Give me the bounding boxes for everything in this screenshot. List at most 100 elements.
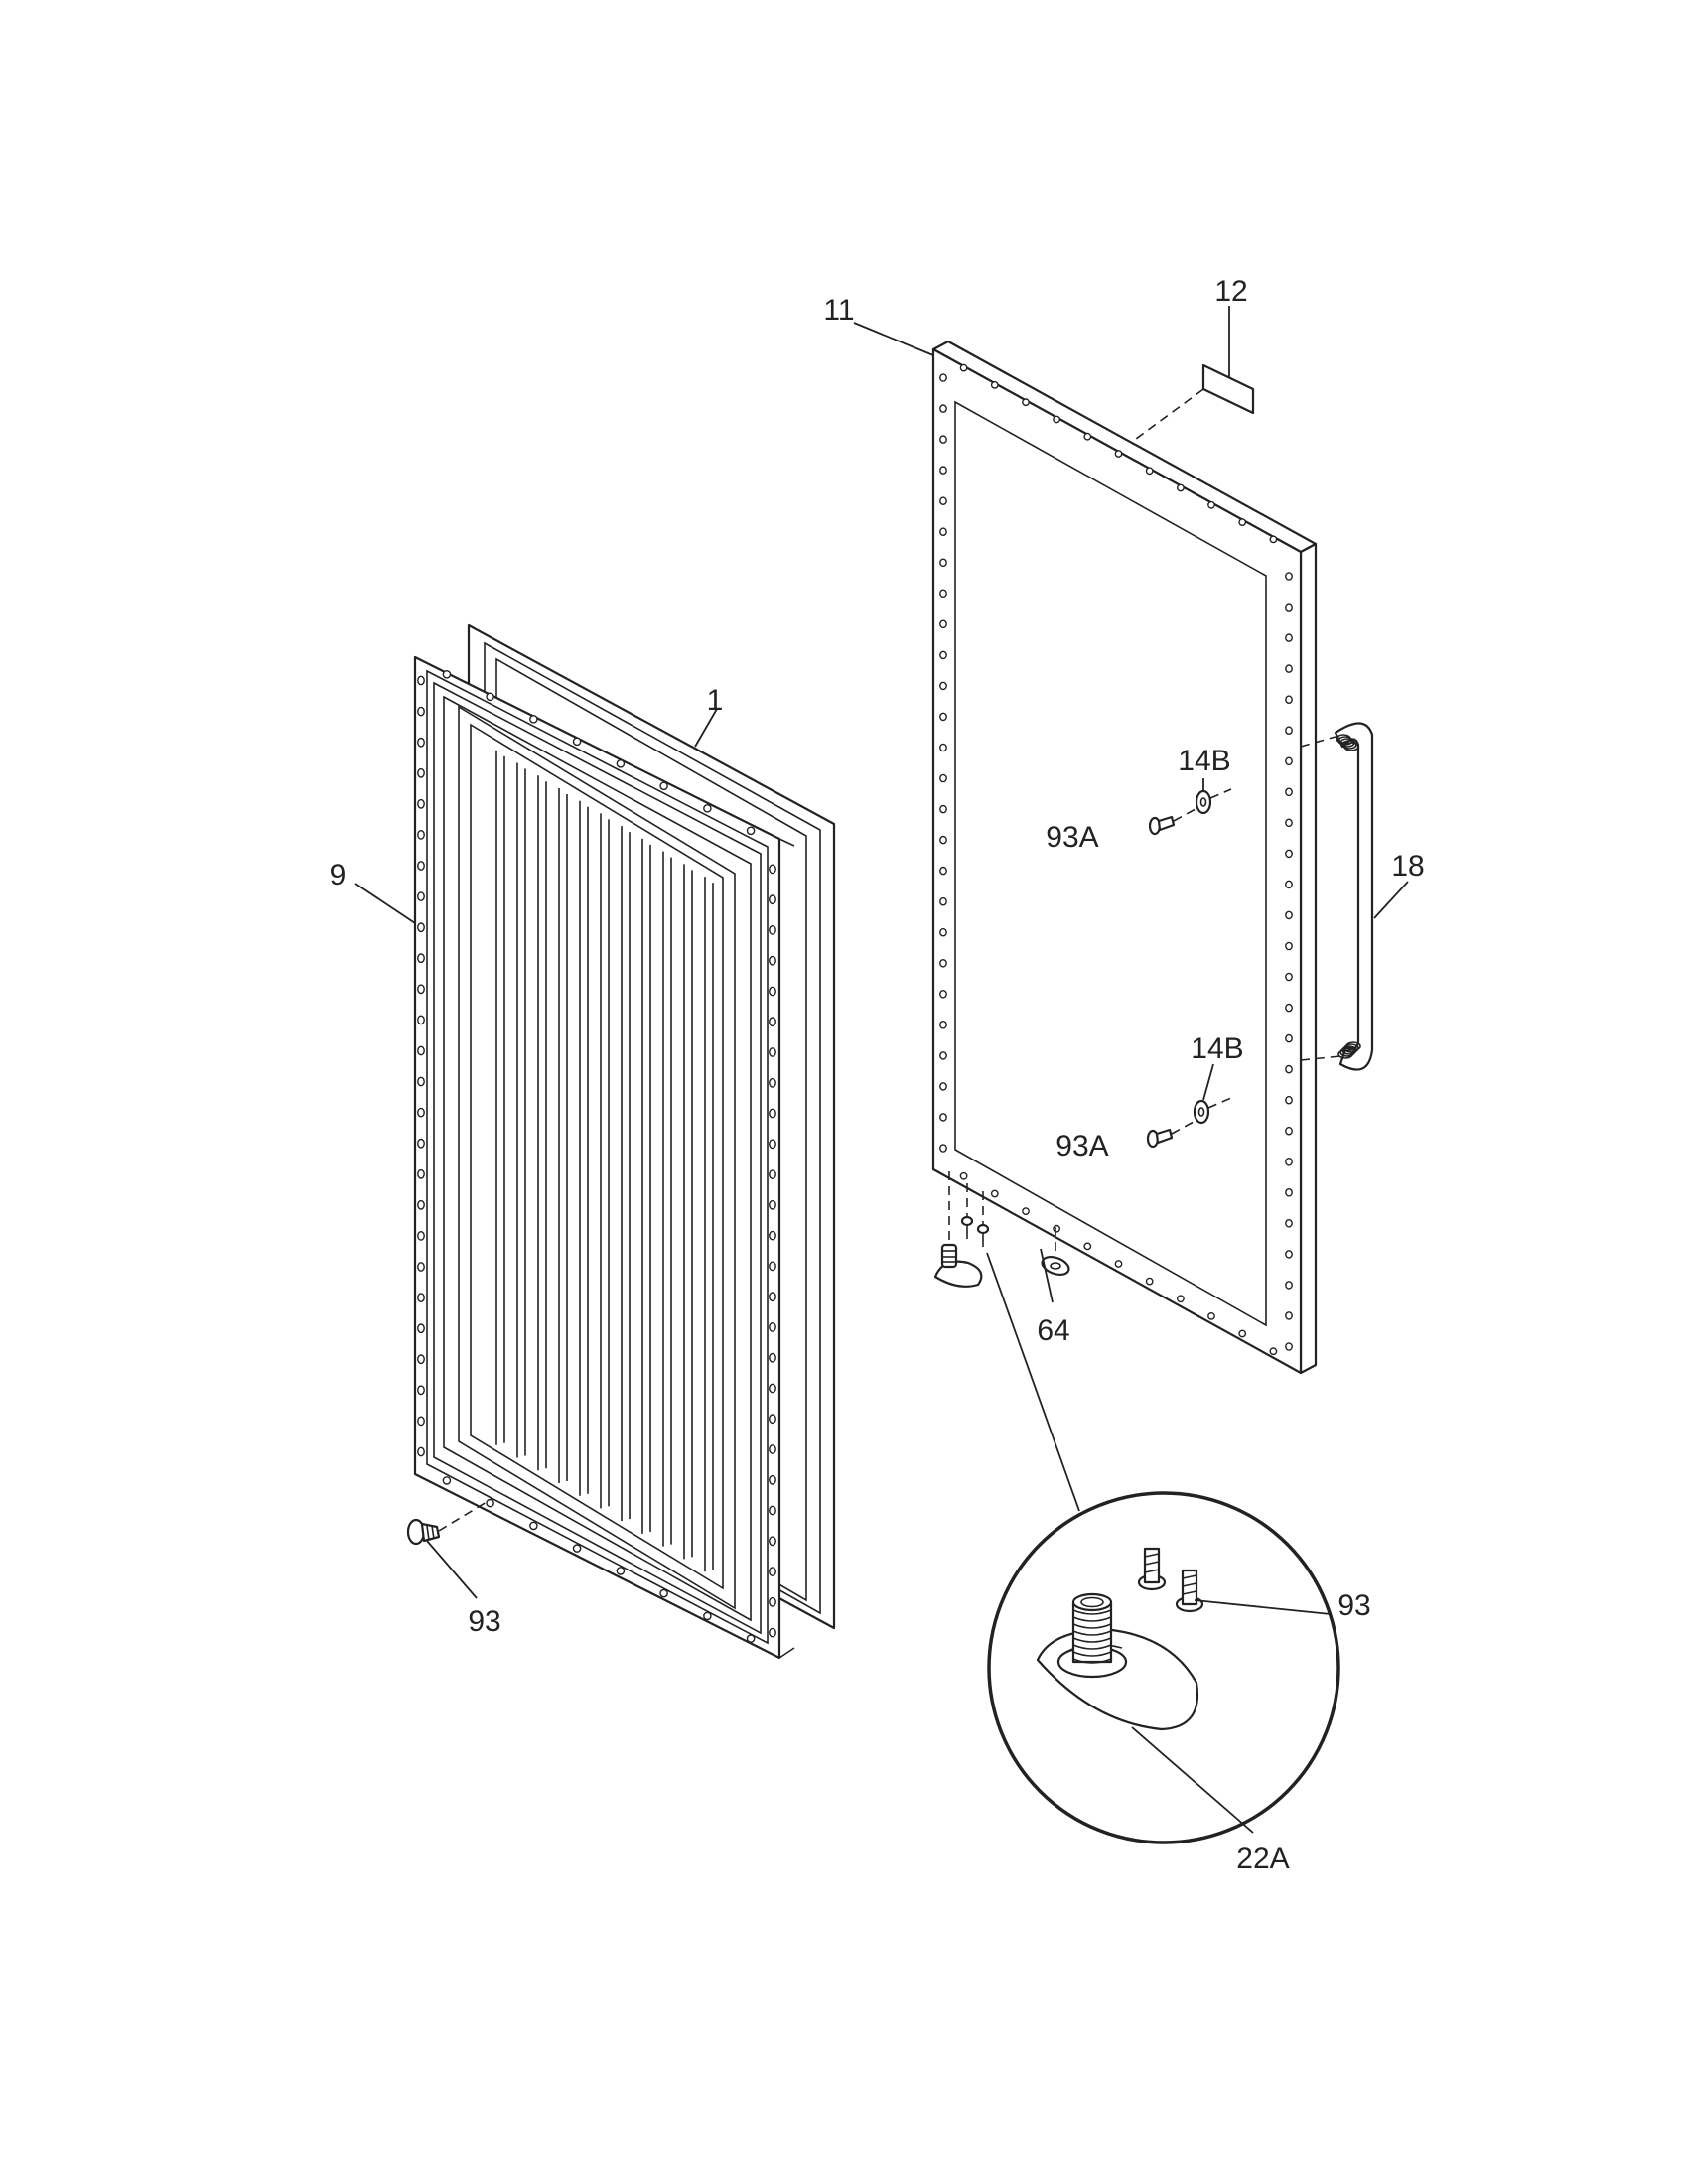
mounting-hole: [1285, 1158, 1293, 1166]
mounting-hole: [769, 1627, 776, 1638]
mounting-hole: [1022, 398, 1030, 407]
mounting-hole: [939, 743, 947, 752]
mounting-hole: [1083, 1242, 1092, 1251]
mounting-hole: [769, 1352, 776, 1363]
door-handle-icon: [1300, 722, 1374, 1071]
mounting-hole: [1285, 1095, 1293, 1105]
mounting-hole: [1177, 483, 1185, 492]
gasket-holes: [417, 670, 776, 1643]
mounting-hole: [939, 804, 947, 814]
detail-circle: [987, 1491, 1340, 1844]
mounting-hole: [417, 1354, 425, 1365]
mounting-hole: [990, 1189, 999, 1198]
mounting-hole: [703, 804, 712, 813]
mounting-hole: [769, 894, 776, 905]
mounting-hole: [939, 896, 947, 906]
mounting-hole: [959, 363, 968, 372]
mounting-hole: [939, 1051, 947, 1060]
callout-18: 18: [1391, 850, 1424, 883]
thread-line: [1072, 1609, 1112, 1615]
mounting-hole: [769, 1567, 776, 1577]
thread-line: [1072, 1658, 1112, 1664]
callout-14b-lower: 14B: [1191, 1032, 1243, 1065]
callout-64: 64: [1037, 1314, 1069, 1347]
mounting-hole: [939, 435, 947, 444]
callout-93-detail: 93: [1337, 1589, 1370, 1622]
mounting-hole: [417, 1138, 425, 1149]
mounting-hole: [939, 589, 947, 599]
panel-holes: [939, 363, 1293, 1356]
mounting-hole: [1238, 518, 1247, 526]
mounting-hole: [939, 927, 947, 937]
mounting-hole: [1285, 849, 1293, 859]
mounting-hole: [417, 984, 425, 995]
mounting-hole: [1285, 1219, 1293, 1228]
mounting-hole: [769, 864, 776, 875]
mounting-hole: [417, 1015, 425, 1025]
mounting-hole: [769, 1414, 776, 1425]
mounting-hole: [1285, 1281, 1293, 1290]
mounting-hole: [417, 1262, 425, 1272]
mounting-hole: [746, 826, 756, 836]
mounting-hole: [769, 1169, 776, 1180]
callout-22a: 22A: [1236, 1843, 1289, 1875]
screw-icon: [406, 1498, 492, 1546]
thread-line: [1072, 1630, 1112, 1636]
mounting-hole: [769, 1596, 776, 1607]
mounting-hole: [939, 866, 947, 876]
mounting-hole: [703, 1611, 712, 1621]
mounting-hole: [417, 830, 425, 840]
mounting-hole: [1285, 818, 1293, 828]
coil-ring: [1345, 1041, 1361, 1051]
mounting-hole: [939, 681, 947, 691]
mounting-hole: [1022, 1207, 1030, 1216]
screw-icon: [1146, 1121, 1195, 1149]
mounting-hole: [417, 891, 425, 901]
mounting-hole: [939, 835, 947, 845]
mounting-hole: [529, 715, 538, 724]
mounting-hole: [769, 1199, 776, 1210]
mounting-hole: [769, 1017, 776, 1027]
mounting-hole: [939, 496, 947, 506]
mounting-hole: [572, 737, 582, 747]
door-gasket: [413, 655, 795, 1660]
thread-line: [1072, 1623, 1112, 1629]
washer-icon: [1193, 1097, 1232, 1125]
mounting-hole: [442, 1476, 452, 1485]
mounting-hole: [939, 990, 947, 999]
mounting-hole: [417, 861, 425, 871]
screw-icon: [976, 1191, 990, 1247]
mounting-hole: [417, 1076, 425, 1087]
callout-11: 11: [823, 294, 854, 327]
mounting-hole: [939, 773, 947, 783]
mounting-hole: [769, 1077, 776, 1088]
mounting-hole: [1207, 1312, 1215, 1320]
mounting-hole: [1238, 1329, 1247, 1338]
mounting-hole: [417, 1293, 425, 1303]
mounting-hole: [1285, 1003, 1293, 1013]
mounting-hole: [769, 1322, 776, 1332]
mounting-hole: [939, 1144, 947, 1153]
mounting-hole: [417, 798, 425, 809]
mounting-hole: [769, 1292, 776, 1302]
mounting-hole: [1145, 1277, 1154, 1286]
mounting-hole: [417, 953, 425, 964]
mounting-hole: [417, 922, 425, 933]
mounting-hole: [939, 712, 947, 722]
mounting-hole: [417, 1231, 425, 1241]
mounting-hole: [1285, 1064, 1293, 1074]
liner-ribs: [495, 750, 714, 1572]
mounting-hole: [1285, 633, 1293, 642]
mounting-hole: [769, 1047, 776, 1057]
mounting-hole: [1114, 1260, 1123, 1268]
mounting-hole: [939, 373, 947, 382]
mounting-hole: [1285, 1188, 1293, 1197]
mounting-hole: [769, 1139, 776, 1150]
mounting-hole: [769, 925, 776, 935]
mounting-hole: [1285, 603, 1293, 612]
mounting-hole: [417, 675, 425, 686]
mounting-hole: [486, 692, 494, 702]
mounting-hole: [1285, 1342, 1293, 1351]
mounting-hole: [1269, 1347, 1278, 1356]
